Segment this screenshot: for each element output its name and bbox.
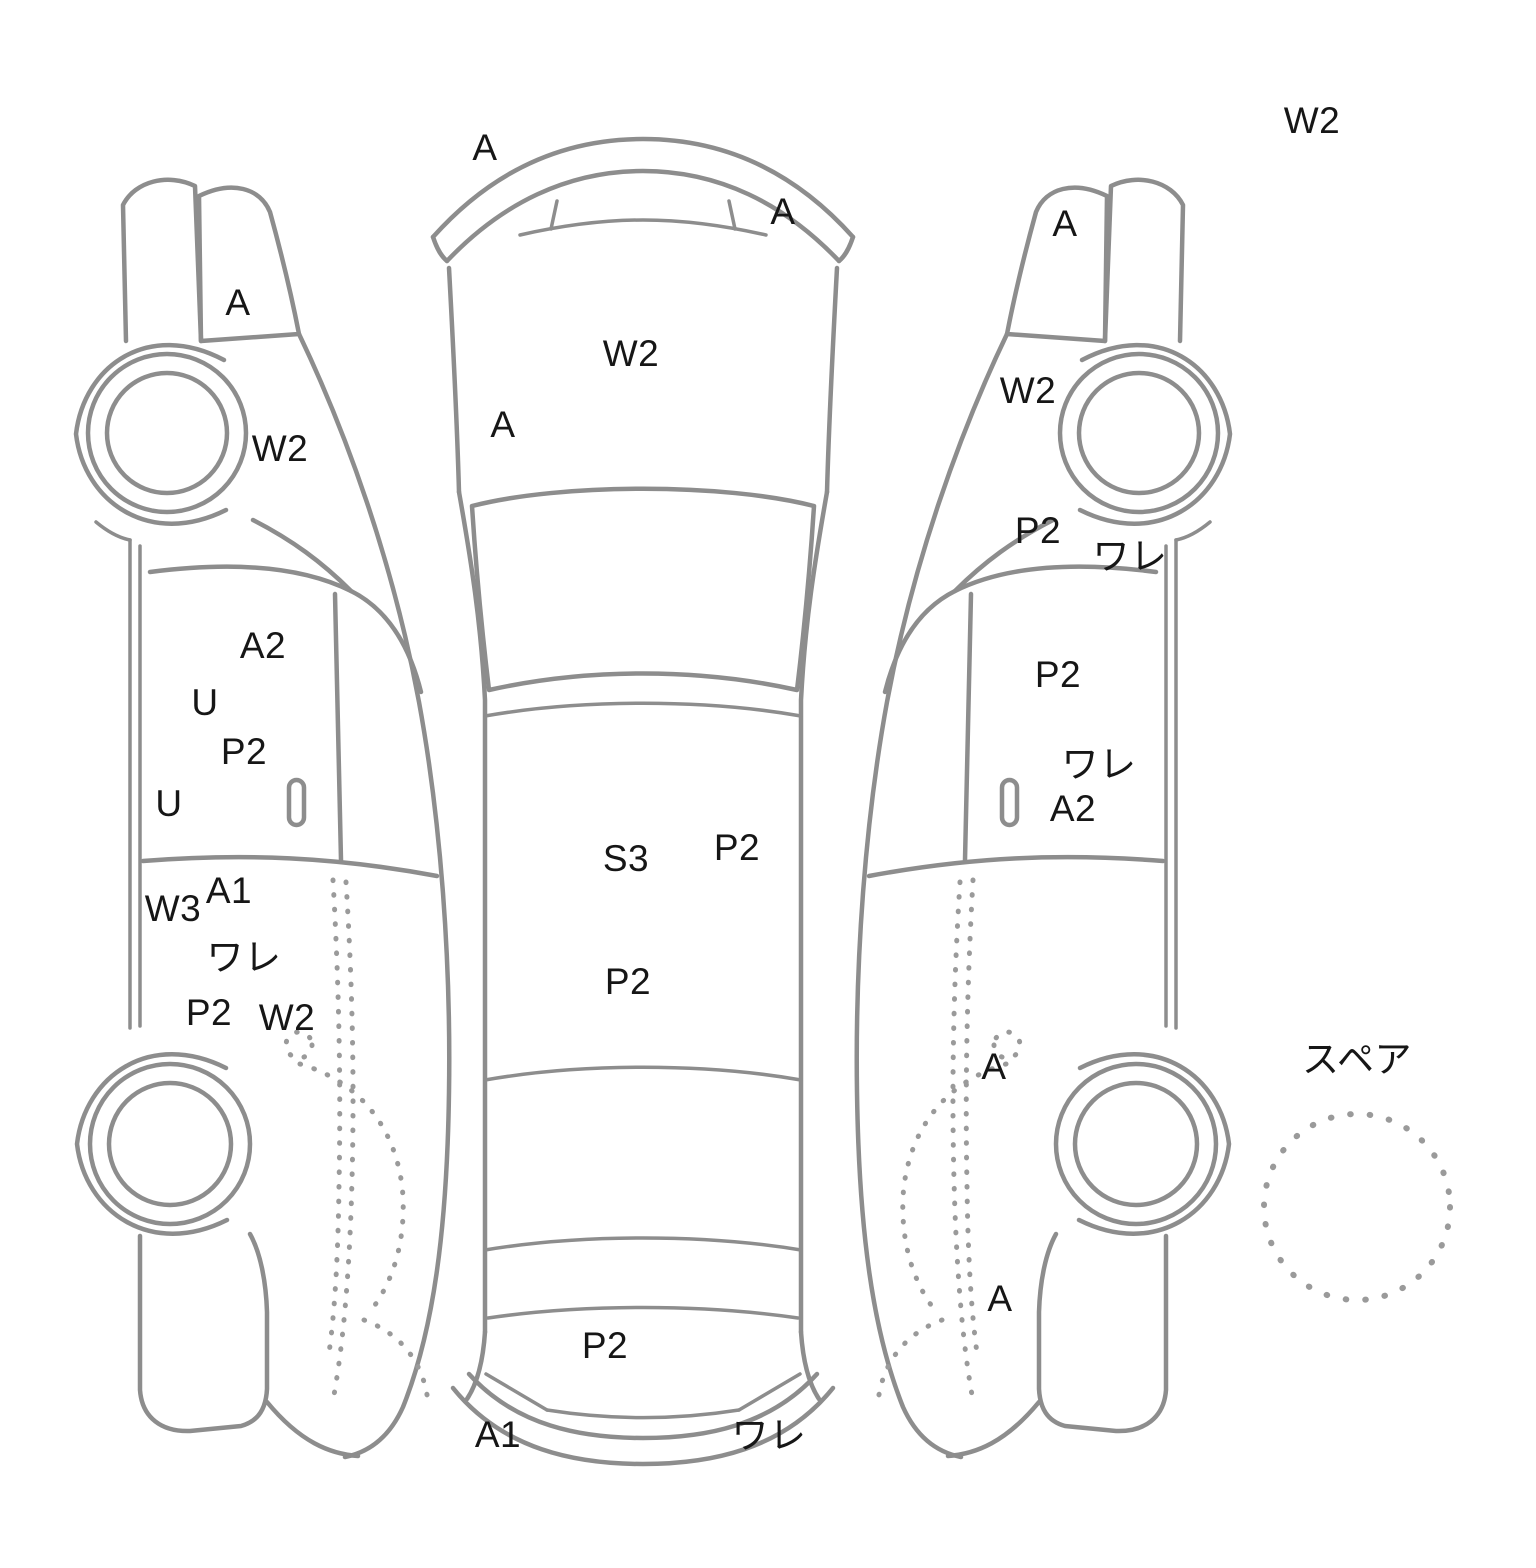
damage-code-label-top-view: P2 <box>713 827 761 868</box>
damage-code-label-right-side-view: P2 <box>1014 510 1062 551</box>
damage-code-label-left-side-view: W3 <box>144 888 202 929</box>
damage-code-label-left-side-view: W2 <box>251 428 309 469</box>
damage-code-label-left-side-view: ワレ <box>206 937 282 978</box>
damage-code-label-top-view: A1 <box>474 1414 522 1455</box>
top-view-outline <box>430 136 856 1467</box>
left-side-view-outline <box>76 180 449 1457</box>
damage-code-label-top-view: A <box>490 404 516 445</box>
damage-code-label-right-side-view: A2 <box>1049 788 1097 829</box>
damage-code-label-left-side-view: U <box>191 682 219 723</box>
damage-code-label-floating-top-right: W2 <box>1283 100 1341 141</box>
damage-code-label-top-view: A <box>770 191 796 232</box>
damage-code-label-right-side-view: A <box>1052 203 1078 244</box>
damage-code-label-right-side-view: P2 <box>1034 654 1082 695</box>
damage-code-label-left-side-view: A2 <box>239 625 287 666</box>
damage-code-label-left-side-view: A1 <box>205 870 253 911</box>
damage-code-label-right-side-view: W2 <box>999 370 1057 411</box>
damage-code-label-left-side-view: U <box>155 783 183 824</box>
damage-code-label-right-side-view: A <box>987 1278 1013 1319</box>
damage-code-label-spare-tire: スペア <box>1302 1039 1412 1080</box>
damage-code-label-left-side-view: P2 <box>185 992 233 1033</box>
damage-code-label-right-side-view: ワレ <box>1092 536 1168 577</box>
damage-code-label-top-view: ワレ <box>731 1415 807 1456</box>
damage-code-label-top-view: A <box>472 127 498 168</box>
damage-code-label-left-side-view: P2 <box>220 731 268 772</box>
damage-code-label-right-side-view: A <box>981 1046 1007 1087</box>
damage-code-label-right-side-view: ワレ <box>1061 744 1137 785</box>
damage-code-label-top-view: W2 <box>602 333 660 374</box>
damage-code-label-left-side-view: W2 <box>258 997 316 1038</box>
damage-code-label-top-view: S3 <box>602 838 650 879</box>
damage-code-label-top-view: P2 <box>604 961 652 1002</box>
damage-code-label-left-side-view: A <box>225 282 251 323</box>
damage-code-label-top-view: P2 <box>581 1325 629 1366</box>
spare-tire-outline <box>1261 1111 1453 1303</box>
